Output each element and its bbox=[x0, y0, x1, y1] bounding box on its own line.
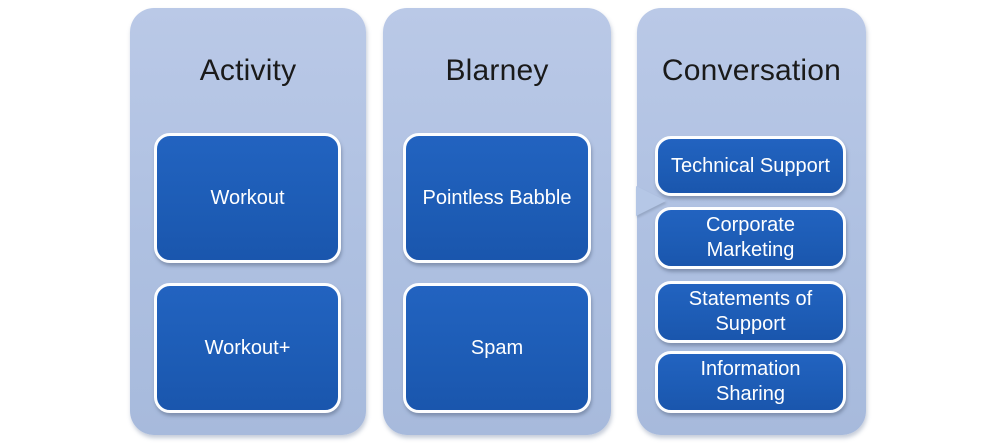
item-box-workout: Workout bbox=[154, 133, 341, 263]
item-box-pointless-babble: Pointless Babble bbox=[403, 133, 591, 263]
item-box-corporate-marketing: Corporate Marketing bbox=[655, 207, 846, 269]
column-activity: Activity Workout Workout+ bbox=[130, 8, 366, 435]
item-label: Pointless Babble bbox=[422, 186, 572, 209]
item-label: Spam bbox=[470, 336, 524, 359]
item-label: Statements of Support bbox=[688, 288, 813, 335]
item-box-workout-plus: Workout+ bbox=[154, 283, 341, 413]
item-box-information-sharing: Information Sharing bbox=[655, 351, 846, 413]
item-box-statements-of-support: Statements of Support bbox=[655, 281, 846, 343]
column-blarney: Blarney Pointless Babble Spam bbox=[383, 8, 611, 435]
item-label: Information Sharing bbox=[700, 358, 801, 405]
item-box-technical-support: Technical Support bbox=[655, 136, 846, 196]
column-title-blarney: Blarney bbox=[445, 54, 549, 87]
item-box-spam: Spam bbox=[403, 283, 591, 413]
item-label: Technical Support bbox=[671, 154, 830, 177]
item-label: Workout+ bbox=[204, 336, 291, 359]
right-arrow-icon bbox=[636, 186, 666, 216]
item-label: Corporate Marketing bbox=[706, 214, 795, 261]
column-title-activity: Activity bbox=[199, 54, 297, 87]
column-conversation: Conversation Technical Support Corporate… bbox=[637, 8, 866, 435]
column-title-conversation: Conversation bbox=[661, 54, 842, 87]
item-label: Workout bbox=[210, 186, 285, 209]
